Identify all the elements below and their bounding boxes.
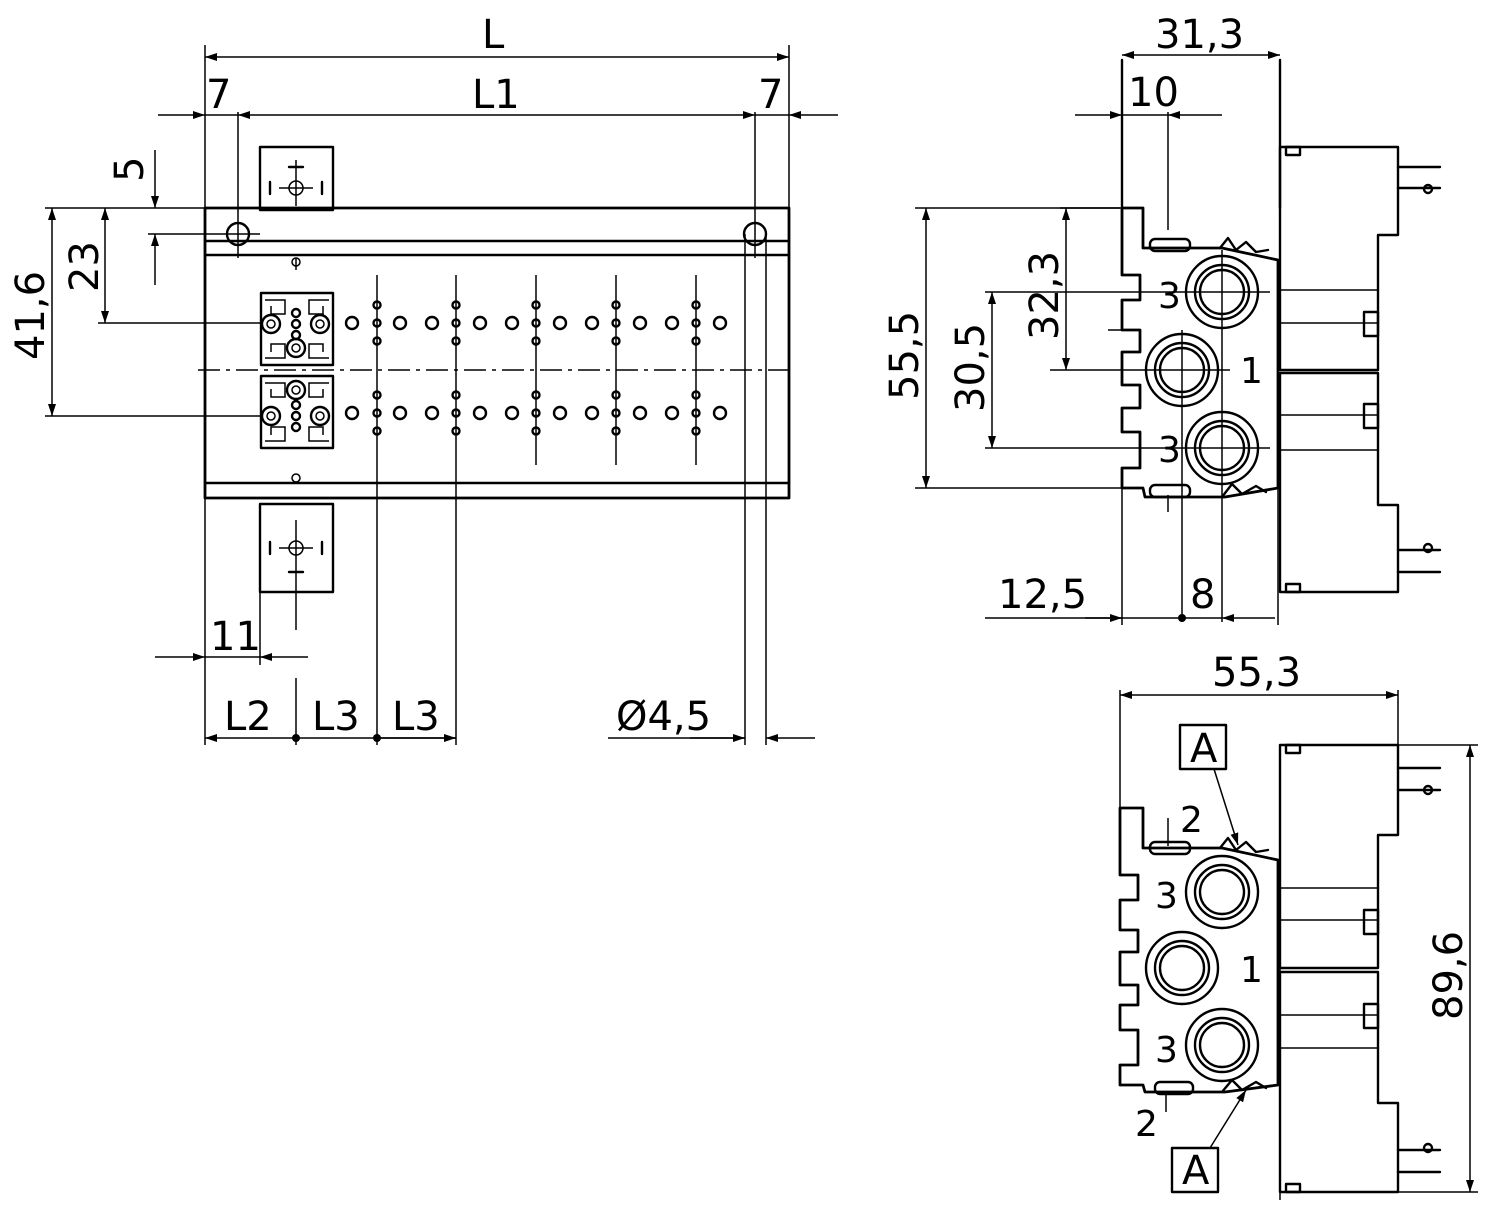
dim-L3-b: L3 <box>392 694 440 740</box>
end-profile <box>1118 806 1280 1094</box>
side-profile <box>1120 206 1280 499</box>
end-port-3-bottom <box>1184 1007 1260 1083</box>
dim-height-30-5: 30,5 <box>948 323 994 412</box>
dim-L2: L2 <box>224 694 272 740</box>
dim-right-offset: 7 <box>758 72 783 118</box>
dim-offset-12-5: 12,5 <box>998 572 1087 618</box>
side-port-label-3-bottom: 3 <box>1158 430 1181 471</box>
top-mounting-bracket <box>258 145 335 212</box>
end-port-label-2-bottom: 2 <box>1135 1104 1158 1145</box>
bottom-mounting-bracket <box>258 502 335 630</box>
end-view: 3 1 3 2 2 A A 55,3 89,6 <box>1118 650 1478 1200</box>
dim-width-23: 23 <box>62 241 108 292</box>
detail-callout-a-bottom: A <box>1170 1089 1247 1194</box>
dim-width-55-3: 55,3 <box>1212 650 1301 696</box>
end-plate <box>259 291 335 450</box>
dim-left-offset: 7 <box>206 72 231 118</box>
dim-hole-dia: Ø4,5 <box>616 694 711 740</box>
side-port-label-3-top: 3 <box>1158 276 1181 317</box>
dim-height-55-5: 55,5 <box>882 311 928 400</box>
dim-L: L <box>482 12 505 58</box>
dim-bracket-offset: 11 <box>210 614 261 660</box>
detail-label-a-bottom: A <box>1182 1148 1210 1194</box>
side-view: 3 1 3 31,3 10 55,5 32,3 30,5 12,5 8 <box>882 12 1442 625</box>
dim-width-41-6: 41,6 <box>8 271 54 360</box>
dim-offset-8: 8 <box>1190 572 1215 618</box>
side-port-label-1: 1 <box>1240 351 1263 392</box>
end-port-label-3-bottom: 3 <box>1155 1030 1178 1071</box>
solenoid-body <box>1278 145 1400 594</box>
end-port-3-top <box>1184 854 1260 930</box>
detail-callout-a-top: A <box>1178 723 1239 846</box>
dim-L1: L1 <box>472 72 520 118</box>
dim-depth-10: 10 <box>1128 70 1179 116</box>
dim-L3-a: L3 <box>312 694 360 740</box>
end-port-label-2-top: 2 <box>1180 800 1203 841</box>
dim-hole-offset: 5 <box>107 157 153 182</box>
manifold-body <box>203 206 791 500</box>
valve-port-pattern <box>344 275 728 465</box>
end-port-label-1: 1 <box>1240 950 1263 991</box>
dim-height-32-3: 32,3 <box>1022 251 1068 340</box>
end-port-label-3-top: 3 <box>1155 876 1178 917</box>
side-view-dimensions: 31,3 10 55,5 32,3 30,5 12,5 8 <box>882 12 1280 625</box>
end-solenoid-body <box>1278 743 1400 1194</box>
dim-height-89-6: 89,6 <box>1426 931 1472 1020</box>
end-view-dimensions: 55,3 89,6 <box>1119 650 1478 1193</box>
dim-depth-31-3: 31,3 <box>1155 12 1244 58</box>
end-port-1 <box>1144 930 1220 1006</box>
detail-label-a-top: A <box>1190 726 1218 772</box>
